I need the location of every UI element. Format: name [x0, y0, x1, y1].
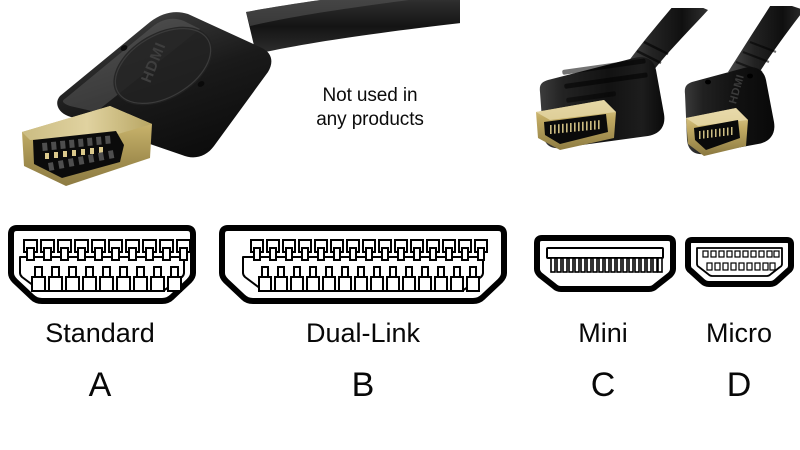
pin-row-bottom — [258, 266, 480, 292]
connector-photos-area: HDMI — [0, 0, 800, 215]
note-line-1: Not used in — [322, 85, 418, 106]
pin-row-lower — [48, 150, 115, 171]
pin-comb — [550, 257, 663, 273]
pin-comb — [699, 127, 733, 139]
pin-row-contacts — [45, 147, 103, 159]
hdmi-type-d-port-outline — [685, 237, 794, 287]
label-name-type-d: Micro — [706, 318, 772, 348]
hdmi-type-c-port-outline — [534, 235, 676, 292]
label-letter-type-d: D — [726, 366, 752, 404]
pin-row-bottom — [706, 262, 776, 271]
hdmi-type-b-port-outline — [219, 225, 507, 304]
label-letter-type-a: A — [88, 366, 112, 404]
label-name-type-b: Dual-Link — [305, 318, 421, 348]
pin-cavity — [544, 114, 608, 144]
label-name-type-c: Mini — [578, 318, 628, 348]
hdmi-standard-type-a-cable-photo: HDMI — [22, 0, 460, 186]
label-letter-type-c: C — [590, 366, 616, 404]
pin-row-top — [702, 250, 780, 258]
pin-row-upper — [42, 135, 111, 151]
cable-cord — [728, 6, 800, 78]
screw-dot — [120, 45, 128, 51]
label-name-type-a: Standard — [45, 318, 155, 348]
screw-dot — [197, 81, 205, 87]
pin-comb — [550, 120, 600, 134]
note-line-2: any products — [316, 109, 424, 131]
pin-row-top — [250, 239, 488, 261]
hdmi-micro-type-d-cable-photo: HDMI — [684, 6, 800, 156]
label-letter-type-b: B — [351, 366, 375, 404]
pin-row-top — [23, 239, 191, 261]
pin-row-bottom — [31, 266, 182, 292]
screw-dot — [705, 79, 711, 85]
hdmi-mini-type-c-cable-photo — [536, 8, 708, 150]
logo-plate — [113, 26, 213, 106]
screw-dot — [747, 73, 753, 79]
gold-plug-top — [22, 106, 152, 140]
hdmi-type-a-port-outline — [8, 225, 196, 304]
connector-outline-diagrams — [0, 215, 800, 315]
grip-ribs — [562, 58, 648, 103]
note-text: Not used in any products — [290, 84, 450, 133]
port-inner-bar — [546, 247, 664, 259]
